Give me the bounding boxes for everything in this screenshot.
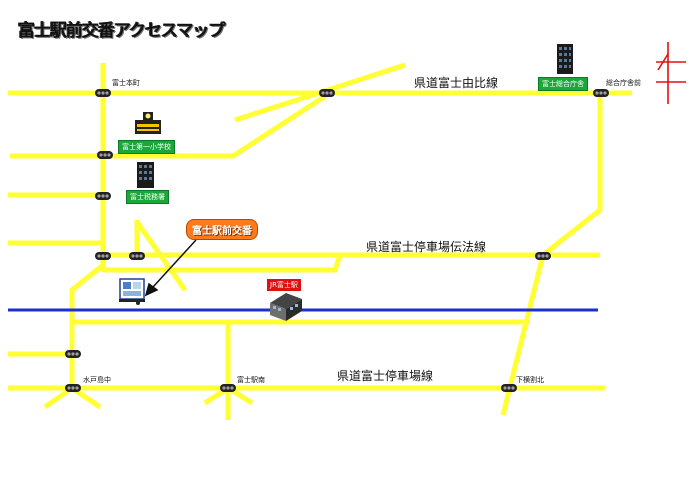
signal-label-shimoyokowari-kita: 下横割北	[516, 376, 544, 384]
traffic-signal-icon	[501, 384, 517, 392]
koban-label: 富士駅前交番	[186, 219, 258, 240]
landmark-label-sogo-chosha: 富士総合庁舎	[538, 77, 588, 91]
landmark-label-zeimusho: 富士税務署	[126, 190, 169, 204]
traffic-signal-icon	[220, 384, 236, 392]
traffic-signal-icon	[129, 252, 145, 260]
pointer-arrow	[144, 239, 197, 297]
traffic-signal-icon	[95, 192, 111, 200]
traffic-signal-icon	[593, 89, 609, 97]
building-icon	[137, 162, 154, 188]
school-icon	[135, 112, 161, 134]
road-label-densho: 県道富士停車場伝法線	[366, 240, 487, 254]
road-label-station: 県道富士停車場線	[337, 369, 434, 383]
traffic-signal-icon	[65, 384, 81, 392]
traffic-signal-icon	[65, 350, 81, 358]
traffic-signal-icon	[319, 89, 335, 97]
north-arrow-icon	[656, 42, 686, 104]
signal-label-sogo-chosha-mae: 総合庁舎前	[606, 79, 641, 87]
train-station-icon	[270, 293, 302, 321]
building-icon	[557, 44, 573, 74]
landmark-label-daiichi-school: 富士第一小学校	[118, 140, 175, 154]
road-loop-south	[103, 254, 343, 273]
signal-label-mitobashi-naka: 水戸島中	[83, 376, 111, 384]
traffic-signal-icon	[95, 89, 111, 97]
police-box-icon	[119, 278, 145, 305]
road-diagonal-koban	[134, 220, 188, 292]
traffic-signal-icon	[97, 151, 113, 159]
landmark-label-jr-fuji: JR富士駅	[267, 279, 301, 291]
signal-label-fuji-honcho: 富士本町	[112, 79, 140, 87]
road-bend-west	[70, 263, 105, 292]
road-east-vertical	[541, 93, 603, 257]
traffic-signal-icon	[95, 252, 111, 260]
signal-label-fuji-ekiminami: 富士駅南	[237, 376, 265, 384]
road-school-road	[10, 90, 332, 159]
traffic-signal-icon	[535, 252, 551, 260]
road-label-yui: 県道富士由比線	[414, 76, 499, 90]
road-network	[8, 62, 632, 420]
traffic-signals	[65, 89, 609, 392]
page-title: 富士駅前交番アクセスマップ	[18, 21, 226, 41]
